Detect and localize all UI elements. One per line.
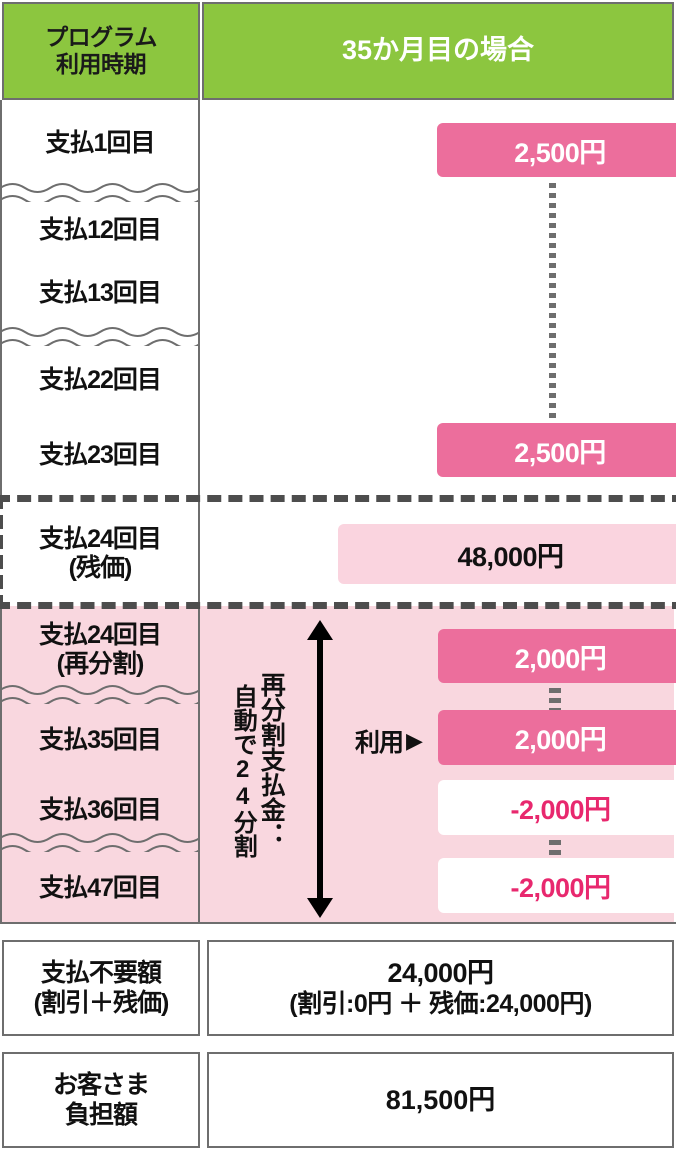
summary-label-line1: 支払不要額 <box>40 959 162 987</box>
amount-bar-label: 2,000円 <box>514 643 607 674</box>
summary-label-no-payment-needed: 支払不要額 (割引＋残価) <box>2 940 200 1036</box>
use-indicator: 利用 ▶ <box>355 723 423 759</box>
header-scenario: 35か月目の場合 <box>202 2 674 100</box>
summary-value-no-payment-needed: 24,000円 (割引:0円 ＋ 残価:24,000円) <box>207 940 674 1036</box>
summary-value-line1: 24,000円 <box>387 957 494 988</box>
row-label-text: 支払47回目 <box>39 873 162 902</box>
amount-bar-label: 2,000円 <box>514 725 607 755</box>
left-column-rail-inner-c <box>198 340 200 506</box>
row-label-payment-47: 支払47回目 <box>2 860 198 916</box>
header-program-period-line1: プログラム <box>45 23 157 50</box>
right-column-rail-pink <box>198 606 200 924</box>
summary-label-line1: お客さま <box>52 1071 150 1099</box>
left-column-rail-outer-g <box>0 844 2 924</box>
amount-continuation-dots-pink-1 <box>549 688 561 710</box>
amount-bar-payment-23: 2,500円 <box>437 423 676 477</box>
wave-separator-2 <box>0 327 200 346</box>
left-column-rail-outer-e <box>0 606 2 700</box>
summary-value-line2: (割引:0円 ＋ 残価:24,000円) <box>289 990 592 1019</box>
left-column-rail-outer-c <box>0 340 2 506</box>
redistribution-vertical-text-sub: 自動で24分割 <box>229 684 257 858</box>
row-label-payment-23: 支払23回目 <box>2 427 198 483</box>
row-label-payment-1: 支払1回目 <box>2 108 198 178</box>
amount-continuation-dots-pink-2 <box>549 840 561 862</box>
amount-bar-label: -2,000円 <box>510 795 611 825</box>
summary-label-line2: (割引＋残価) <box>33 989 170 1017</box>
left-column-rail-outer-b <box>0 196 2 344</box>
row-label-text-line2: (再分割) <box>56 650 145 678</box>
summary-value-customer-burden: 81,500円 <box>207 1052 674 1148</box>
row-label-text: 支払35回目 <box>39 725 162 754</box>
row-label-text: 支払23回目 <box>39 440 162 469</box>
redistribution-arrow-head-up <box>307 620 333 640</box>
wave-separator-3 <box>0 685 200 704</box>
redistribution-vertical-text-main: 再分割支払金： <box>257 672 286 847</box>
use-indicator-label: 利用 <box>355 729 404 757</box>
amount-bar-label: 2,500円 <box>514 137 606 168</box>
header-scenario-label: 35か月目の場合 <box>341 35 535 66</box>
row-label-text: 支払13回目 <box>39 278 162 307</box>
amount-bar-payment-47: -2,000円 <box>438 858 676 913</box>
amount-bar-payment-24-redistributed: 2,000円 <box>438 629 676 683</box>
amount-bar-label: 2,500円 <box>514 437 606 468</box>
amount-bar-payment-36: -2,000円 <box>438 780 676 835</box>
row-label-text: 支払22回目 <box>39 365 162 394</box>
row-label-text-line1: 支払24回目 <box>39 621 162 650</box>
row-label-payment-22: 支払22回目 <box>2 352 198 408</box>
redistribution-arrow-head-down <box>307 898 333 918</box>
row-label-payment-36: 支払36回目 <box>2 782 198 838</box>
amount-bar-payment-1: 2,500円 <box>437 123 676 177</box>
summary-label-line2: 負担額 <box>64 1101 138 1129</box>
left-column-rail-outer-a <box>0 100 2 200</box>
header-program-period: プログラム 利用時期 <box>2 2 200 100</box>
left-column-rail-inner-b <box>198 196 200 344</box>
wave-separator-1 <box>0 183 200 202</box>
amount-bar-payment-24-residual: 48,000円 <box>338 524 676 584</box>
redistribution-arrow-line <box>317 638 323 910</box>
row-label-payment-24-redistributed: 支払24回目 (再分割) <box>2 614 198 686</box>
row-label-payment-24-residual: 支払24回目 (残価) <box>2 510 198 598</box>
row-label-payment-13: 支払13回目 <box>2 265 198 321</box>
amount-continuation-dots-upper <box>549 183 556 423</box>
header-program-period-line2: 利用時期 <box>56 51 146 77</box>
row-label-payment-35: 支払35回目 <box>2 712 198 768</box>
row-label-text-line1: 支払24回目 <box>39 525 162 554</box>
row-label-text: 支払12回目 <box>39 215 162 244</box>
pink-section-bottom-line <box>0 922 676 924</box>
row-label-text: 支払36回目 <box>39 795 162 824</box>
amount-bar-label: 48,000円 <box>457 541 564 572</box>
summary-label-customer-burden: お客さま 負担額 <box>2 1052 200 1148</box>
left-column-rail-inner-a <box>198 100 200 200</box>
amount-bar-payment-35: 2,000円 <box>438 710 676 765</box>
row-label-payment-12: 支払12回目 <box>2 202 198 258</box>
left-column-rail-inner-d <box>198 500 200 608</box>
summary-value-line1: 81,500円 <box>385 1084 496 1115</box>
use-indicator-arrow-icon: ▶ <box>406 728 423 753</box>
left-column-rail-outer-f <box>0 696 2 848</box>
amount-bar-label: -2,000円 <box>510 873 611 903</box>
row-label-text-line2: (残価) <box>68 554 133 582</box>
wave-separator-4 <box>0 833 200 852</box>
residual-value-highlight-box <box>0 495 676 609</box>
row-label-text: 支払1回目 <box>45 128 156 157</box>
